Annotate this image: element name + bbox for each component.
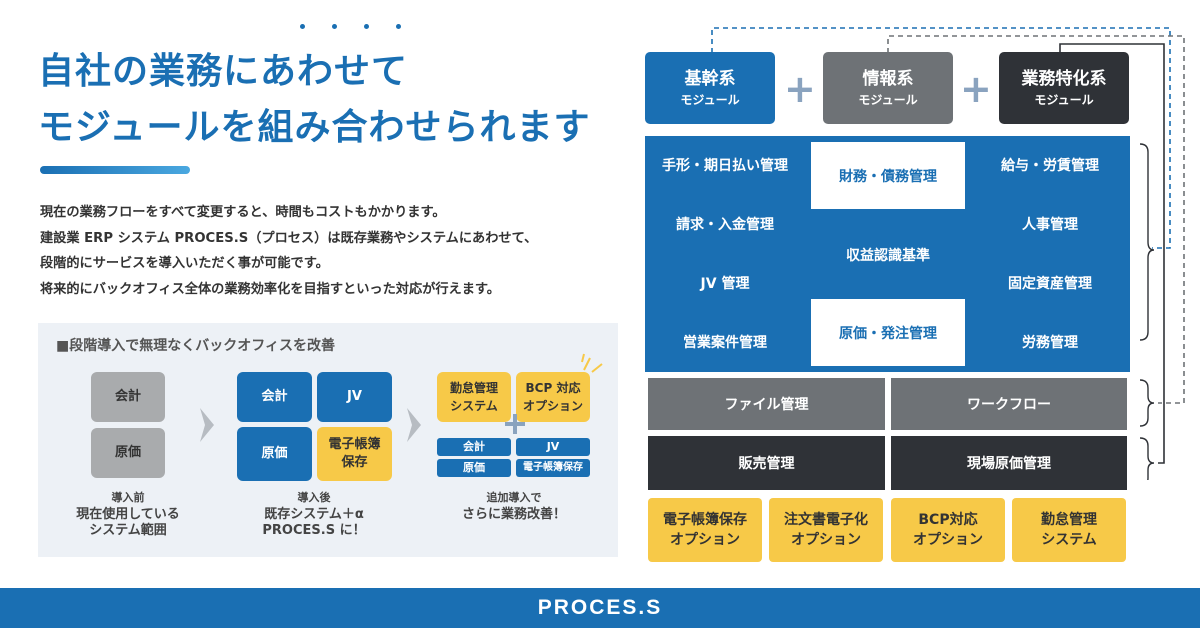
option-e-book: 電子帳簿保存 オプション [648, 498, 762, 562]
before-caption-small: 導入前 [111, 491, 145, 504]
after-caption: 既存システム＋α PROCES.S に！ [236, 507, 392, 539]
additional-tile-cost: 原価 [437, 459, 511, 477]
module-special-header: 業務特化系 モジュール [999, 52, 1129, 124]
module-cell-site-cost: 現場原価管理 [891, 436, 1127, 490]
description-line: 現在の業務フローをすべて変更すると、時間もコストもかかります。 [40, 205, 446, 220]
chevron-right-icon [200, 408, 214, 442]
footer-bar [0, 588, 1200, 628]
additional-option-bcp: BCP 対応 オプション [516, 372, 590, 422]
before-tile-accounting: 会計 [91, 372, 165, 422]
module-cell-jv: JV 管理 [648, 257, 802, 309]
module-connector-lines [711, 27, 1185, 480]
module-info-header: 情報系 モジュール [823, 52, 953, 124]
module-cell-payroll: 給与・労賃管理 [973, 139, 1127, 191]
module-cell-bills: 手形・期日払い管理 [648, 139, 802, 191]
description-line: 建設業 ERP システム PROCES.S（プロセス）は既存業務やシステムにあわ… [40, 230, 538, 246]
footer-logo: PROCES.S [537, 596, 663, 619]
plus-icon: + [960, 67, 992, 111]
module-cell-cost-ordering: 原価・発注管理 [808, 296, 968, 369]
option-attendance: 勤怠管理 システム [1012, 498, 1126, 562]
panel-title: ■段階導入で無理なくバックオフィスを改善 [56, 338, 335, 354]
after-caption-line: 既存システム＋α [264, 507, 364, 522]
additional-caption: さらに業務改善！ [436, 507, 592, 523]
module-core-sub: モジュール [680, 93, 740, 107]
before-caption-line: システム範囲 [89, 523, 167, 538]
module-cell-hr: 人事管理 [973, 197, 1127, 251]
additional-tile-accounting: 会計 [437, 438, 511, 456]
decorative-dots [300, 24, 410, 34]
after-tile-e-book: 電子帳簿 保存 [317, 427, 392, 481]
module-cell-finance: 財務・債務管理 [808, 139, 968, 212]
headline-line-2: モジュールを組み合わせられます [38, 107, 591, 148]
option-bcp: BCP対応 オプション [891, 498, 1005, 562]
module-cell-billing: 請求・入金管理 [648, 197, 802, 251]
additional-tile-e-book: 電子帳簿保存 [516, 459, 590, 477]
plus-icon [505, 414, 525, 434]
module-cell-sales-projects: 営業案件管理 [648, 315, 802, 369]
description-line: 段階的にサービスを導入いただく事が可能です。 [40, 256, 329, 271]
after-tile-accounting: 会計 [237, 372, 312, 422]
chevron-right-icon [407, 408, 421, 442]
description-line: 将来的にバックオフィス全体の業務効率化を目指すといった対応が行えます。 [40, 281, 500, 297]
module-cell-workflow: ワークフロー [891, 378, 1127, 430]
before-caption: 現在使用している システム範囲 [52, 507, 204, 539]
sparkle-icon [581, 353, 603, 373]
module-cell-labor: 労務管理 [973, 315, 1127, 369]
module-info-title: 情報系 [862, 69, 914, 89]
after-tile-cost: 原価 [237, 427, 312, 481]
page-headline: 自社の業務にあわせて モジュールを組み合わせられます [38, 44, 618, 156]
plus-icon: + [784, 67, 816, 111]
additional-caption-small: 追加導入で [486, 491, 542, 504]
after-tile-jv: JV [317, 372, 392, 422]
module-cell-revenue: 収益認識基準 [808, 218, 968, 292]
option-order-digital: 注文書電子化 オプション [769, 498, 883, 562]
module-info-sub: モジュール [858, 93, 918, 107]
before-tile-cost: 原価 [91, 428, 165, 478]
module-core-header: 基幹系 モジュール [645, 52, 775, 124]
module-special-sub: モジュール [1034, 93, 1094, 107]
additional-option-attendance: 勤怠管理 システム [437, 372, 511, 422]
additional-tile-jv: JV [516, 438, 590, 456]
additional-caption-line: さらに業務改善！ [461, 507, 566, 522]
headline-underline [40, 166, 190, 174]
after-caption-line: PROCES.S に！ [262, 523, 366, 538]
description-text: 現在の業務フローをすべて変更すると、時間もコストもかかります。 建設業 ERP … [40, 200, 630, 302]
module-cell-file: ファイル管理 [648, 378, 885, 430]
module-cell-sales: 販売管理 [648, 436, 885, 490]
module-special-title: 業務特化系 [1021, 69, 1107, 89]
module-core-title: 基幹系 [684, 69, 736, 89]
module-cell-fixed-assets: 固定資産管理 [973, 257, 1127, 309]
after-caption-small: 導入後 [297, 491, 331, 504]
before-caption-line: 現在使用している [76, 507, 180, 522]
headline-line-1: 自社の業務にあわせて [38, 51, 409, 92]
